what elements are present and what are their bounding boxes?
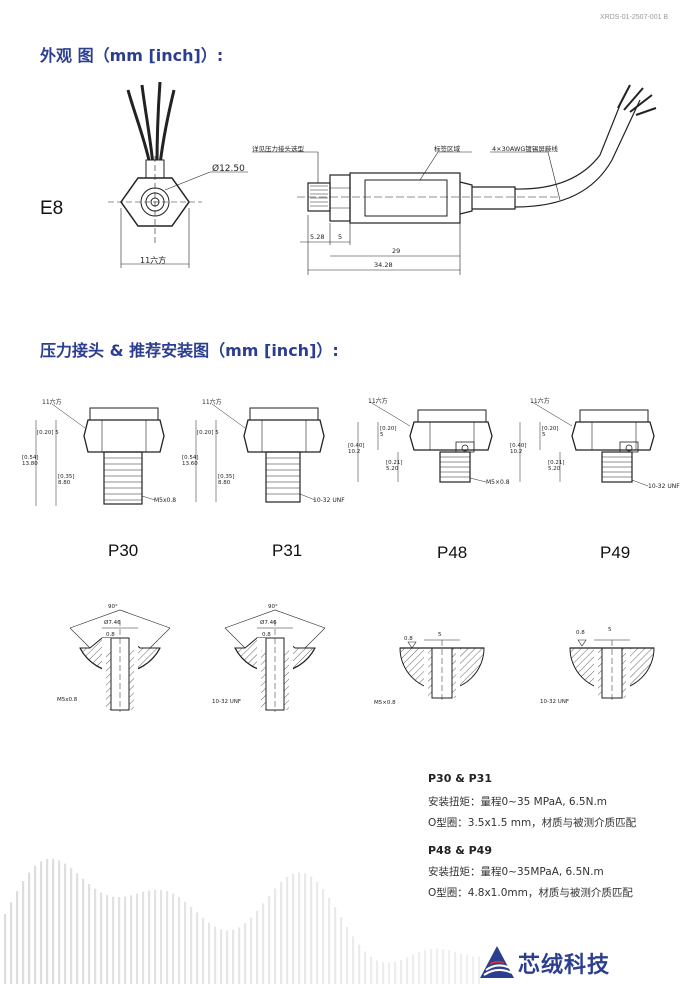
p49-dims-b: [0.40]10.2 xyxy=(510,443,527,455)
document-id: XRDS-01-2507-001 B xyxy=(600,14,669,21)
p30-dims-b: [0.54]13.80 xyxy=(22,455,39,467)
mount-p30 xyxy=(69,609,171,712)
mount1-rough: 0.8 xyxy=(106,632,115,638)
spec-title-p48-p49: P48 & P49 xyxy=(428,844,492,857)
spec-p48-torque: 安装扭矩：量程0~35MPaA, 6.5N.m xyxy=(428,866,604,878)
mounting-drawings xyxy=(69,609,655,712)
cable-note: 4×30AWG镀锡屏蔽线 xyxy=(492,145,558,153)
spec-title-p30-p31: P30 & P31 xyxy=(428,772,492,785)
p30-dims-a: [0.20] 5 xyxy=(37,430,59,436)
fittings-drawing xyxy=(35,401,655,506)
diameter-label: Ø12.50 xyxy=(212,164,245,174)
fitting-p31 xyxy=(195,403,325,503)
p49-dims-a: [0.20]5 xyxy=(542,426,559,438)
spec-p30-torque: 安装扭矩：量程0~35 MPaA, 6.5N.m xyxy=(428,796,608,808)
connector-note: 详见压力接头选型 xyxy=(252,145,304,153)
dim-29: 29 xyxy=(392,247,401,255)
p48-dims-b: [0.40]10.2 xyxy=(348,443,365,455)
p31-dims-c: [0.35]8.80 xyxy=(218,474,235,486)
brand-name: 芯绒科技 xyxy=(518,953,611,978)
mount4-thread: 10-32 UNF xyxy=(540,699,570,705)
fitting-p48 xyxy=(357,401,493,483)
mount3-rough: 0.8 xyxy=(404,636,413,642)
p49-dims-c: [0.21]5.20 xyxy=(548,460,565,472)
p31-dims-a: [0.20] 5 xyxy=(197,430,219,436)
p31-dims-b: [0.54]13.60 xyxy=(182,455,199,467)
section-title-appearance: 外观 图（mm [inch]）: xyxy=(40,46,224,65)
fitting-name-p30: P30 xyxy=(108,541,139,560)
label-area-note: 标签区域 xyxy=(434,145,460,153)
model-label-e8: E8 xyxy=(40,198,64,219)
mount1-angle: 90° xyxy=(108,604,118,610)
mount2-rough: 0.8 xyxy=(262,632,271,638)
spec-p30-oring: O型圈：3.5x1.5 mm，材质与被测介质匹配 xyxy=(428,817,637,829)
hex-label: 11六方 xyxy=(140,256,167,265)
p48-dims-a: [0.20]5 xyxy=(380,426,397,438)
mount-p48 xyxy=(399,639,485,700)
mount1-thread: M5x0.8 xyxy=(57,697,78,703)
mount4-rough: 0.8 xyxy=(576,630,585,636)
mount4-width: 5 xyxy=(608,627,612,633)
mount1-dia: Ø7.46 xyxy=(104,620,121,626)
p31-thread-label: 10-32 UNF xyxy=(313,497,345,504)
fitting-p30 xyxy=(35,403,165,506)
mount2-dia: Ø7.46 xyxy=(260,620,277,626)
p31-hex-label: 11六方 xyxy=(202,399,222,406)
mount3-thread: M5×0.8 xyxy=(374,700,396,706)
p49-hex-label: 11六方 xyxy=(530,398,550,405)
spec-p48-oring: O型圈：4.8x1.0mm，材质与被测介质匹配 xyxy=(428,887,633,899)
dim-5: 5 xyxy=(338,233,343,241)
section-title-fittings: 压力接头 & 推荐安装图（mm [inch]）: xyxy=(40,341,339,360)
fitting-name-p31: P31 xyxy=(272,541,303,560)
mount2-thread: 10-32 UNF xyxy=(212,699,242,705)
e8-appearance-drawing xyxy=(108,81,657,275)
mount3-width: 5 xyxy=(438,632,442,638)
p30-hex-label: 11六方 xyxy=(42,399,62,406)
p30-dims-c: [0.35]8.80 xyxy=(58,474,75,486)
fitting-p49 xyxy=(519,401,655,487)
mount-p49 xyxy=(569,639,655,700)
p48-thread-label: M5×0.8 xyxy=(486,479,510,486)
dim-5-28: 5.28 xyxy=(310,233,325,241)
brand-logo-icon xyxy=(480,946,514,978)
fitting-name-p49: P49 xyxy=(600,543,631,562)
fitting-name-p48: P48 xyxy=(437,543,468,562)
p30-thread-label: M5x0.8 xyxy=(154,497,177,504)
dim-34-28: 34.28 xyxy=(374,261,393,269)
p48-hex-label: 11六方 xyxy=(368,398,388,405)
decorative-wave-bars xyxy=(4,858,480,984)
p48-dims-c: [0.21]5.20 xyxy=(386,460,403,472)
mount2-angle: 90° xyxy=(268,604,278,610)
mount-p31 xyxy=(224,609,326,712)
p49-thread-label: 10-32 UNF xyxy=(648,483,680,490)
